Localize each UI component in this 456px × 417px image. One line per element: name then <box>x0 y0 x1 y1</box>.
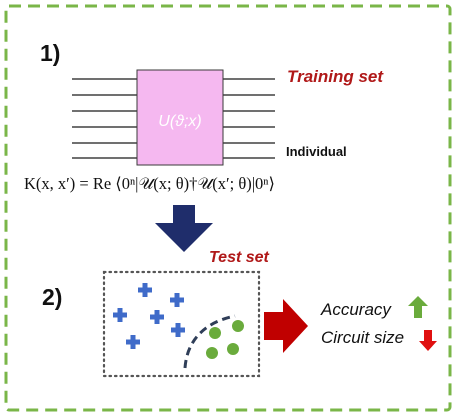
test-set-label: Test set <box>209 249 270 266</box>
arrow-down-icon <box>155 205 213 252</box>
arrow-right-icon <box>264 299 308 353</box>
dot-marker <box>232 320 244 332</box>
arrow-up-icon <box>408 296 428 318</box>
cross-marker <box>170 293 184 307</box>
circuit-size-label: Circuit size <box>321 328 404 347</box>
cross-marker <box>150 310 164 324</box>
training-set-label: Training set <box>287 67 384 86</box>
cross-marker <box>138 283 152 297</box>
outer-dashed-frame <box>4 4 452 412</box>
unitary-gate-label: U(ϑ;x) <box>158 113 201 130</box>
test-set-box <box>102 270 261 378</box>
unitary-gate <box>136 69 224 166</box>
kernel-formula: K(x, x′) = Re ⟨0ⁿ|𝒰(x; θ)†𝒰(x′; θ)|0ⁿ⟩ <box>24 174 275 193</box>
step-2-number: 2) <box>42 284 62 310</box>
arrow-down-small-icon <box>419 330 437 351</box>
dot-marker <box>206 347 218 359</box>
accuracy-label: Accuracy <box>320 300 392 319</box>
dot-marker <box>227 343 239 355</box>
cross-marker <box>171 323 185 337</box>
dot-markers <box>206 320 244 359</box>
cross-marker <box>113 308 127 322</box>
dot-marker <box>209 327 221 339</box>
decision-boundary <box>183 314 236 369</box>
individual-label: Individual <box>286 144 347 159</box>
step-1-number: 1) <box>40 40 60 66</box>
cross-marker <box>126 335 140 349</box>
cross-markers <box>113 283 185 349</box>
